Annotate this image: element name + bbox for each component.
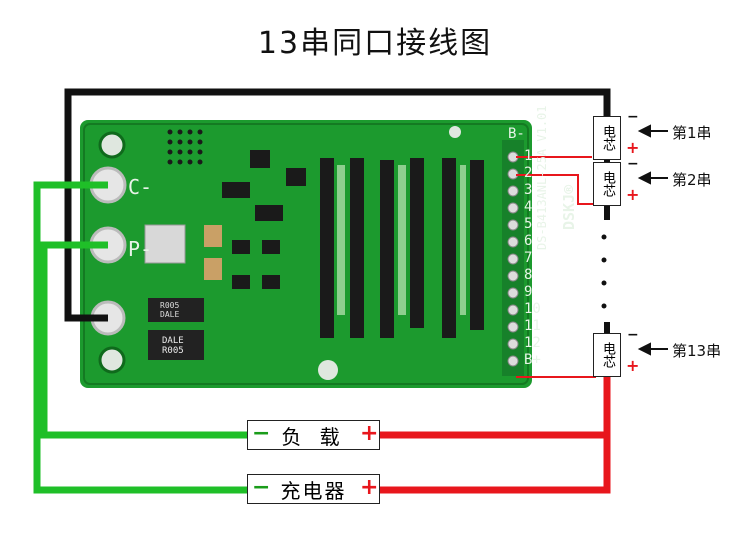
header-pin-3 <box>507 185 519 197</box>
series-label-2: 第2串 <box>672 171 712 189</box>
pad-label-4: 4 <box>524 199 533 215</box>
mounting-hole <box>449 126 461 138</box>
header-pin-13 <box>507 355 519 367</box>
cell-13-plus: + <box>626 356 640 375</box>
header-pin-4 <box>507 202 519 214</box>
charger-box: 充电器 <box>247 474 380 504</box>
pad-label-b-plus: B+ <box>524 352 541 368</box>
cell-2-plus: + <box>626 185 640 204</box>
current-resistor-bottom <box>148 330 204 360</box>
load-minus: − <box>252 421 271 446</box>
b-minus-wire <box>64 88 611 322</box>
tap-wire-2 <box>516 174 606 205</box>
charger-plus: + <box>360 475 379 500</box>
battery-cell-2: 电芯 <box>593 162 621 206</box>
load-box: 负 载 <box>247 420 380 450</box>
cell-2-minus: − <box>627 156 639 172</box>
current-resistor-top <box>148 298 204 322</box>
negative-wire-charger <box>33 181 247 494</box>
pad-label-9: 9 <box>524 284 533 300</box>
header-pin-10 <box>507 304 519 316</box>
pcb-model: DS-B413ANL-25A V1.01 <box>535 105 549 251</box>
pad-label-12: 12 <box>524 335 541 351</box>
cell-13-minus: − <box>627 327 639 343</box>
header-pin-9 <box>507 287 519 299</box>
header-pin-11 <box>507 321 519 333</box>
series-label-1: 第1串 <box>672 124 712 142</box>
pad-label-1: 1 <box>524 148 533 164</box>
pad-label-b-minus: B- <box>508 126 525 142</box>
pad-label-7: 7 <box>524 250 533 266</box>
pad-label-10: 10 <box>524 301 541 317</box>
pad-label-3: 3 <box>524 182 533 198</box>
negative-wire-load <box>40 241 247 439</box>
series-label-13: 第13串 <box>672 342 722 360</box>
header-pin-6 <box>507 236 519 248</box>
terminal-label-c-minus: C- <box>128 175 153 199</box>
cell-ellipsis <box>601 234 607 309</box>
terminal-label-p-minus: P- <box>128 237 153 261</box>
cell-1-plus: + <box>626 138 640 157</box>
pad-label-6: 6 <box>524 233 533 249</box>
load-plus: + <box>360 421 379 446</box>
page-title: 13串同口接线图 <box>257 26 493 61</box>
pad-label-5: 5 <box>524 216 533 232</box>
battery-cell-13: 电芯 <box>593 333 621 377</box>
header-pin-7 <box>507 253 519 265</box>
header-pin-8 <box>507 270 519 282</box>
pad-label-8: 8 <box>524 267 533 283</box>
mounting-hole <box>318 360 338 380</box>
pad-label-2: 2 <box>524 165 533 181</box>
mounting-hole <box>98 346 126 374</box>
pcb-brand: DSKJ® <box>560 184 578 230</box>
header-pin-12 <box>507 338 519 350</box>
mounting-hole <box>98 131 126 159</box>
positive-wire-charger <box>380 377 611 494</box>
cell-1-minus: − <box>627 109 639 125</box>
battery-cell-1: 电芯 <box>593 116 621 160</box>
pad-label-11: 11 <box>524 318 541 334</box>
charger-minus: − <box>252 475 271 500</box>
header-pin-5 <box>507 219 519 231</box>
